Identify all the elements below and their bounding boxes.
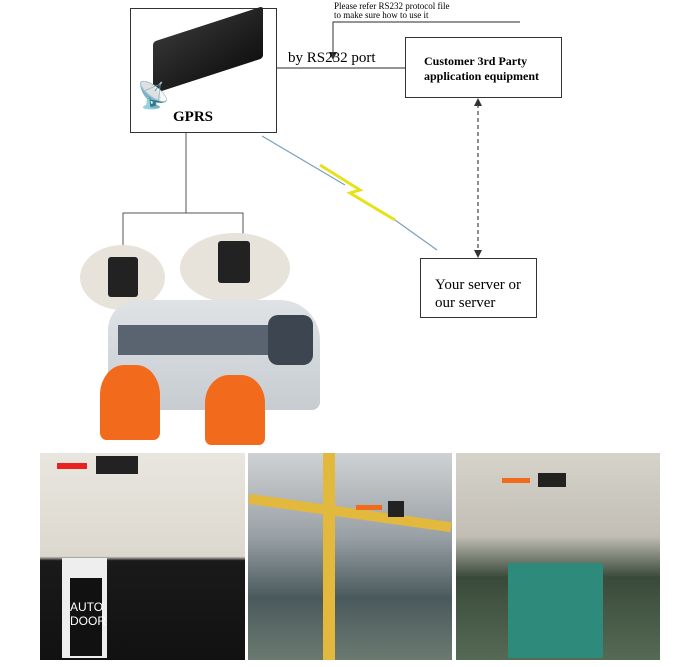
mdvr-device-image <box>153 6 263 94</box>
rs232-label: by RS232 port <box>288 50 376 66</box>
arrow-orange-icon <box>356 505 382 510</box>
gprs-label: GPRS <box>173 109 214 125</box>
photo-front-door: AUTO DOOR <box>40 453 245 660</box>
arrow-red-icon <box>57 463 87 469</box>
customer-line-2: application equipment <box>424 69 540 83</box>
server-line-2: our server <box>435 295 496 311</box>
passenger-silhouette <box>205 375 265 445</box>
mdvr-device-box: 📡 GPRS <box>130 6 277 133</box>
photo-middle-door <box>248 453 452 660</box>
camera-1-bubble <box>80 245 165 310</box>
customer-line-1: Customer 3rd Party <box>424 54 528 68</box>
camera-branch <box>122 212 244 245</box>
server-box: Your server or our server <box>420 258 537 318</box>
camera-icon <box>538 473 566 487</box>
note-pointer <box>332 21 520 58</box>
camera-2-bubble <box>180 233 290 303</box>
server-line-1: Your server or <box>435 277 521 293</box>
note-arrowhead <box>329 52 337 60</box>
camera-icon <box>96 456 138 474</box>
camera-icon <box>388 501 404 517</box>
note-line-1: Please refer RS232 protocol file <box>334 1 450 11</box>
wireless-lightning <box>319 163 396 222</box>
photo-rear-door <box>456 453 660 660</box>
auto-door-sign: AUTO DOOR <box>70 578 106 656</box>
customer-equipment-box: Customer 3rd Party application equipment <box>405 37 562 98</box>
passenger-silhouette <box>100 365 160 440</box>
protocol-note: Please refer RS232 protocol file to make… <box>334 2 449 20</box>
satellite-dish-icon: 📡 <box>137 81 170 110</box>
camera-icon <box>218 241 250 283</box>
arrow-orange-icon <box>502 478 530 483</box>
camera-icon <box>108 257 138 297</box>
note-line-2: to make sure how to use it <box>334 10 429 20</box>
